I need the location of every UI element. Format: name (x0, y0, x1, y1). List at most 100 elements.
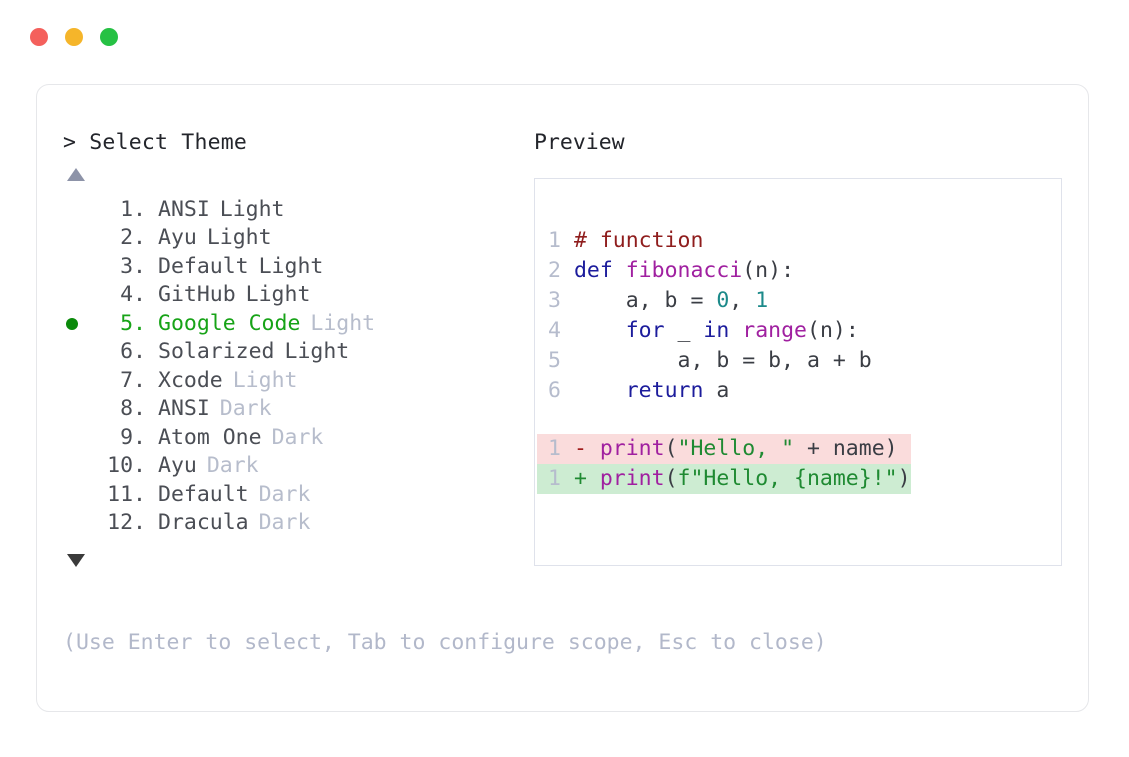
code-token: print (599, 465, 665, 491)
bullet-placeholder (66, 403, 78, 415)
scroll-down-icon[interactable] (67, 553, 85, 567)
bullet-placeholder (66, 375, 78, 387)
bullet-placeholder (66, 232, 78, 244)
page-title: > Select Theme (63, 130, 248, 155)
bullet-placeholder (66, 289, 78, 301)
theme-index: 5. (120, 310, 146, 336)
diff-marker: + (561, 465, 600, 491)
code-line: 1 # function (537, 226, 911, 256)
minimize-button[interactable] (65, 28, 83, 46)
bullet-placeholder (66, 489, 78, 501)
bullet-placeholder (66, 261, 78, 273)
code-token: (n): (742, 257, 795, 283)
selected-dot-icon (66, 317, 78, 330)
theme-name: Atom One (158, 424, 262, 450)
code-token: f"Hello, {name}!" (677, 465, 898, 491)
bullet-placeholder (66, 204, 78, 216)
code-token: ( (664, 465, 678, 491)
theme-variant-label: Light (310, 310, 376, 336)
line-number: 1 (548, 435, 561, 461)
theme-index: 3. (120, 253, 146, 279)
theme-index: 7. (120, 367, 146, 393)
code-token: ( (664, 435, 678, 461)
code-token: return (625, 377, 704, 403)
code-line: 4 for _ in range(n): (537, 316, 911, 346)
code-token: 0 (716, 287, 730, 313)
code-line: 2 def fibonacci(n): (537, 256, 911, 286)
preview-label: Preview (534, 130, 625, 155)
theme-index: 4. (120, 282, 146, 308)
code-token: (n): (807, 317, 859, 343)
theme-variant-label: Dark (219, 396, 272, 422)
theme-name: Xcode (158, 367, 223, 393)
theme-variant-label: Dark (206, 453, 259, 479)
code-line: 3 a, b = 0, 1 (537, 286, 911, 316)
theme-list-item[interactable]: 10. Ayu Dark (63, 452, 533, 481)
selection-bullet-cell (63, 196, 94, 225)
diff-marker: - (561, 435, 600, 461)
selection-bullet-cell (63, 338, 94, 367)
diff-removed-line: 1 - print("Hello, " + name) (537, 433, 911, 464)
code-token: a, b = b, a + b (573, 347, 872, 373)
theme-name: Ayu (158, 453, 197, 479)
code-token: a (703, 377, 730, 403)
theme-variant-label: Light (284, 339, 350, 365)
bullet-placeholder (66, 432, 78, 444)
theme-name: Solarized (158, 339, 275, 365)
theme-variant-label: Dark (258, 481, 311, 507)
maximize-button[interactable] (100, 28, 118, 46)
code-token: ) (897, 465, 911, 491)
code-token: , (729, 287, 756, 313)
line-number: 5 (548, 347, 561, 373)
theme-index: 8. (120, 396, 146, 422)
theme-list-item[interactable]: 2. Ayu Light (63, 224, 533, 253)
line-number: 1 (548, 227, 561, 253)
line-number: 3 (548, 287, 561, 313)
code-token (574, 378, 626, 403)
code-token: a, b = (573, 287, 717, 313)
scroll-up-icon[interactable] (67, 167, 85, 181)
theme-index: 9. (120, 424, 146, 450)
diff-added-line: 1 + print(f"Hello, {name}!") (537, 463, 911, 494)
theme-index: 2. (120, 225, 146, 251)
code-line: 5 a, b = b, a + b (537, 346, 911, 376)
theme-variant-label: Light (206, 225, 272, 251)
theme-name: Default (158, 253, 249, 279)
selection-bullet-cell (63, 224, 94, 253)
selection-bullet-cell (63, 310, 94, 339)
code-token: print (599, 435, 665, 461)
selection-bullet-cell (63, 281, 94, 310)
theme-name: Dracula (158, 510, 249, 536)
code-token: def (573, 257, 626, 283)
theme-index: 10. (107, 453, 146, 479)
code-token: "Hello, " (677, 435, 795, 461)
theme-name: Ayu (158, 225, 197, 251)
code-token: 1 (755, 287, 769, 313)
theme-variant-label: Light (232, 367, 298, 393)
bullet-placeholder (66, 517, 78, 529)
selection-bullet-cell (63, 367, 94, 396)
code-token: _ (664, 317, 704, 343)
code-token: for (625, 317, 665, 343)
selection-bullet-cell (63, 509, 94, 538)
code-spacer (537, 406, 911, 434)
code-token (574, 318, 626, 343)
code-token: in (703, 317, 730, 343)
theme-name: GitHub (158, 282, 236, 308)
window-traffic-lights (30, 28, 118, 46)
theme-list-item[interactable]: 7. Xcode Light (63, 367, 533, 396)
close-button[interactable] (30, 28, 48, 46)
